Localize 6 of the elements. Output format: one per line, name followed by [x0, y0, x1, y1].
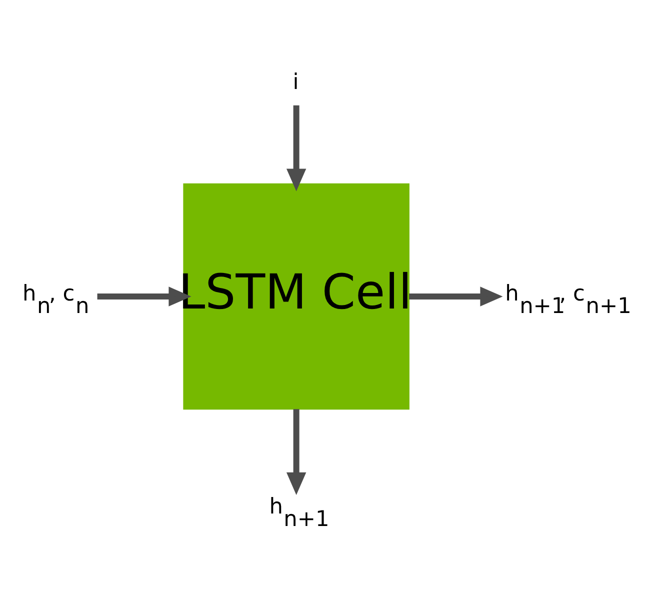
- arrow: [286, 408, 306, 494]
- node-text: i: [292, 69, 299, 94]
- arrow: [286, 104, 306, 191]
- arrow: [409, 286, 503, 306]
- arrow: [97, 286, 192, 306]
- node-box: LSTM Cell: [183, 182, 410, 410]
